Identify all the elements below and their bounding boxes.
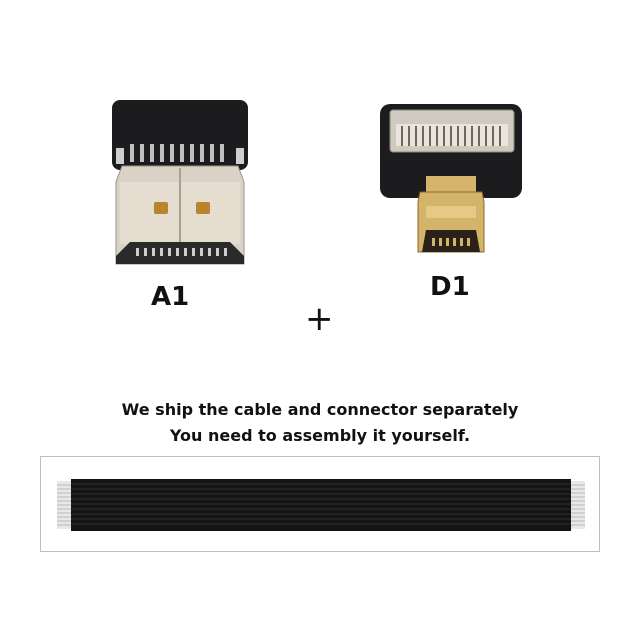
- hdmi-a1-connector-icon: [100, 96, 260, 272]
- micro-hdmi-d1-connector-icon: [376, 102, 526, 260]
- cable-frame: [40, 456, 600, 552]
- plus-sign: +: [305, 299, 334, 339]
- flat-ribbon-cable-icon: [57, 479, 585, 531]
- caption-line-1: We ship the cable and connector separate…: [121, 400, 519, 419]
- caption-line-2: You need to assembly it yourself.: [169, 426, 471, 445]
- label-a1: A1: [151, 282, 190, 312]
- label-d1: D1: [430, 272, 470, 302]
